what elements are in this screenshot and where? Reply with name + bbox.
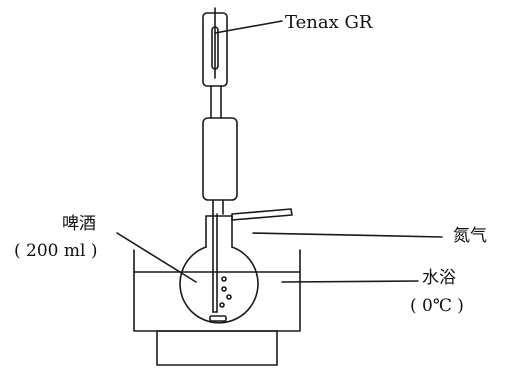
nitrogen-side-arm [231, 208, 293, 221]
leader-water-bath [281, 280, 419, 283]
water-bath-temp-label: ( 0℃ ) [410, 296, 464, 316]
round-bottom-flask [179, 246, 259, 324]
leader-tenax [214, 20, 283, 34]
middle-tube [202, 117, 238, 201]
stirrer-base [156, 330, 278, 366]
bubble [221, 286, 227, 292]
tenax-packing [211, 26, 219, 70]
tenax-label: Tenax GR [285, 12, 373, 33]
leader-beer [116, 232, 197, 283]
water-bath-label: 水浴 [422, 268, 456, 288]
leader-nitrogen [252, 232, 443, 238]
stir-bar [209, 315, 227, 322]
bubble [219, 302, 225, 308]
beer-volume-label: ( 200 ml ) [14, 241, 98, 261]
bubble [221, 276, 227, 282]
nitrogen-label: 氮气 [453, 226, 487, 246]
beer-label: 啤酒 [62, 214, 96, 234]
bubble [226, 294, 232, 300]
